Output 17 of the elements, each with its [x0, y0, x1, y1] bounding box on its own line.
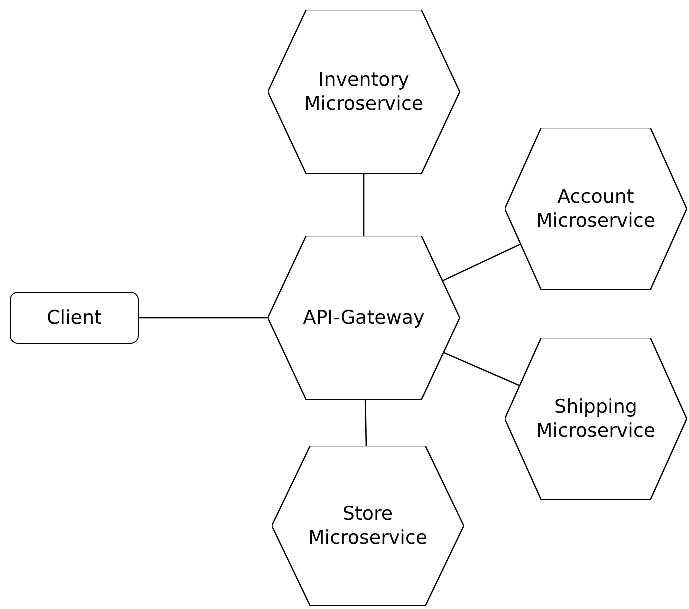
connector-line — [443, 352, 520, 386]
connector-line — [139, 317, 268, 319]
connector-line — [442, 244, 522, 282]
node-label: API-Gateway — [302, 306, 426, 330]
hexagon-node — [505, 128, 687, 290]
hexagon-node — [268, 10, 460, 174]
node-label: Shipping Microservice — [535, 395, 657, 443]
node-label: Store Microservice — [307, 502, 429, 550]
rounded-box — [10, 292, 139, 344]
connector-line — [363, 174, 365, 236]
hexagon-node — [268, 236, 460, 400]
connector-line — [364, 400, 368, 446]
node-label: Client — [46, 306, 103, 330]
hexagon-node — [272, 446, 464, 606]
node-label: Inventory Microservice — [303, 68, 425, 116]
node-label: Account Microservice — [535, 185, 657, 233]
hexagon-node — [505, 338, 687, 500]
